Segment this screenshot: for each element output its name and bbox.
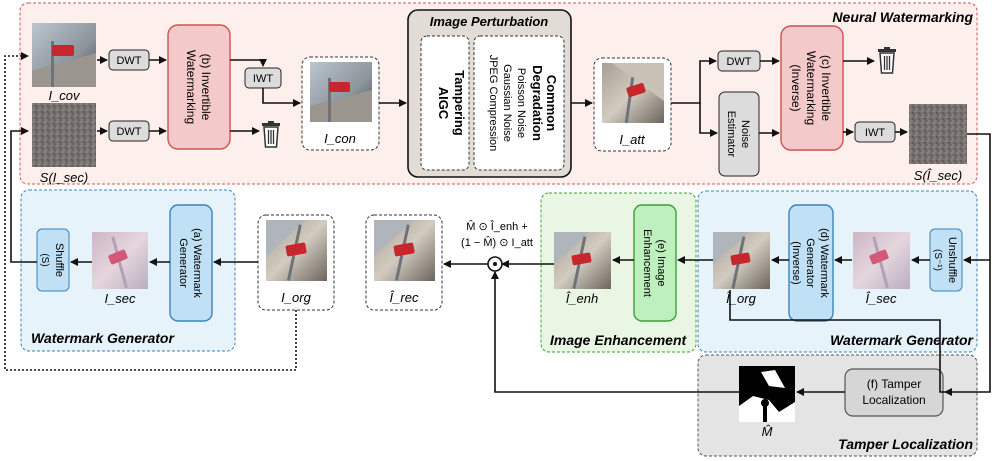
label-i-cov: I_cov	[48, 88, 81, 103]
svg-text:Degradation: Degradation	[530, 65, 545, 141]
unshuffle-op: Unshuffle (S⁻¹)	[929, 228, 963, 292]
svg-text:JPEG Compression: JPEG Compression	[487, 55, 499, 152]
svg-text:IWT: IWT	[253, 73, 273, 85]
watermark-generator-right-title: Watermark Generator	[830, 332, 974, 348]
label-m-hat: M̂	[762, 424, 773, 439]
label-i-org-hat: Î_org	[726, 291, 756, 306]
image-perturbation-block: Image Perturbation AIGC Tampering Common…	[407, 9, 572, 178]
noise-estimator-op: Noise Estimator	[718, 91, 760, 177]
svg-text:Poisson Noise: Poisson Noise	[515, 68, 527, 138]
label-i-rec-hat: Î_rec	[390, 290, 419, 305]
svg-text:Noise: Noise	[739, 120, 751, 148]
trash-icon	[262, 121, 280, 148]
svg-text:Watermarking: Watermarking	[804, 51, 818, 125]
blend-formula: M̂ ⊙ Î_enh + (1 − M̂) ⊙ I_att	[461, 219, 533, 249]
iwt-op-left: IWT	[244, 67, 282, 89]
svg-text:Enhancement: Enhancement	[641, 229, 653, 297]
svg-text:(a) Watermark: (a) Watermark	[191, 228, 203, 298]
label-i-enh-hat: Î_enh	[566, 291, 599, 306]
label-s-i-sec: S(I_sec)	[40, 170, 88, 185]
dotted-connector	[4, 52, 297, 371]
label-i-sec: I_sec	[104, 291, 136, 306]
svg-text:Common: Common	[544, 75, 559, 131]
svg-text:(c) Invertible: (c) Invertible	[819, 55, 833, 121]
shuffle-op: Shuffle (S)	[36, 228, 70, 292]
svg-text:AIGC: AIGC	[436, 87, 451, 120]
svg-text:(S): (S)	[39, 253, 50, 266]
svg-text:Generator: Generator	[177, 238, 189, 288]
svg-text:Gaussian Noise: Gaussian Noise	[501, 64, 513, 142]
image-i-con	[301, 56, 380, 151]
dwt-op-right: DWT	[717, 50, 761, 72]
image-i-org	[257, 214, 335, 311]
image-i-att	[593, 57, 672, 152]
image-i-cov	[32, 23, 96, 87]
svg-text:Localization: Localization	[862, 393, 925, 407]
image-i-org-hat	[713, 232, 770, 289]
svg-text:Tampering: Tampering	[452, 70, 467, 136]
module-c-invertible-watermarking-inverse: (c) Invertible Watermarking (Inverse)	[780, 25, 844, 151]
common-degradation-label: Common Degradation Poisson Noise Gaussia…	[487, 55, 559, 152]
svg-text:Unshuffle: Unshuffle	[946, 237, 958, 283]
image-perturbation-title: Image Perturbation	[430, 14, 549, 29]
svg-text:(b) Invertible: (b) Invertible	[199, 54, 213, 121]
svg-text:(e) Image: (e) Image	[655, 239, 667, 286]
image-i-sec-hat	[853, 232, 910, 289]
module-b-invertible-watermarking: (b) Invertible Watermarking	[167, 24, 231, 150]
svg-text:Watermarking: Watermarking	[184, 50, 198, 124]
image-i-sec	[92, 232, 148, 289]
module-d-watermark-generator-inverse: (d) Watermark Generator (Inverse)	[788, 204, 834, 322]
label-i-con: I_con	[324, 131, 356, 146]
label-s-i-sec-hat: S(Î_sec)	[914, 168, 962, 183]
svg-text:IWT: IWT	[865, 127, 885, 139]
svg-text:Shuffle: Shuffle	[53, 243, 65, 277]
label-i-sec-hat: Î_sec	[865, 291, 897, 306]
image-s-i-sec	[32, 103, 96, 167]
module-e-image-enhancement: (e) Image Enhancement	[633, 204, 677, 322]
svg-text:(Inverse): (Inverse)	[789, 64, 803, 111]
image-s-i-sec-hat	[909, 104, 967, 164]
label-i-att: I_att	[619, 132, 646, 147]
svg-text:DWT: DWT	[116, 126, 141, 138]
svg-text:(f) Tamper: (f) Tamper	[867, 377, 921, 391]
neural-watermarking-title: Neural Watermarking	[832, 9, 973, 25]
image-i-rec-hat	[365, 214, 443, 311]
label-i-org: I_org	[281, 290, 311, 305]
dwt-op-bottom: DWT	[108, 120, 150, 142]
iwt-op-right: IWT	[854, 121, 896, 143]
blend-operator	[487, 256, 503, 272]
image-enhancement-title: Image Enhancement	[550, 332, 687, 348]
tamper-localization-title: Tamper Localization	[838, 436, 973, 452]
dwt-op-top: DWT	[108, 49, 150, 71]
svg-text:M̂ ⊙ Î_enh +: M̂ ⊙ Î_enh +	[466, 219, 528, 233]
svg-text:(d) Watermark: (d) Watermark	[818, 228, 830, 298]
svg-text:(Inverse): (Inverse)	[790, 241, 802, 284]
module-f-tamper-localization: (f) Tamper Localization	[844, 368, 944, 417]
image-i-enh-hat	[554, 232, 611, 289]
svg-text:DWT: DWT	[116, 55, 141, 67]
module-a-watermark-generator: (a) Watermark Generator	[169, 204, 213, 322]
svg-text:Generator: Generator	[804, 238, 816, 288]
watermark-generator-left-title: Watermark Generator	[31, 330, 175, 346]
svg-text:Estimator: Estimator	[725, 111, 737, 158]
aigc-tampering-label: AIGC Tampering	[436, 70, 467, 136]
svg-text:DWT: DWT	[726, 56, 751, 68]
flow-arrows	[10, 56, 991, 396]
trash-icon	[878, 47, 896, 74]
watermark-generator-right-section: Watermark Generator	[697, 190, 978, 353]
image-mask-m-hat	[739, 366, 795, 422]
svg-text:(1 − M̂) ⊙ I_att: (1 − M̂) ⊙ I_att	[461, 235, 533, 249]
svg-text:(S⁻¹): (S⁻¹)	[932, 249, 943, 271]
